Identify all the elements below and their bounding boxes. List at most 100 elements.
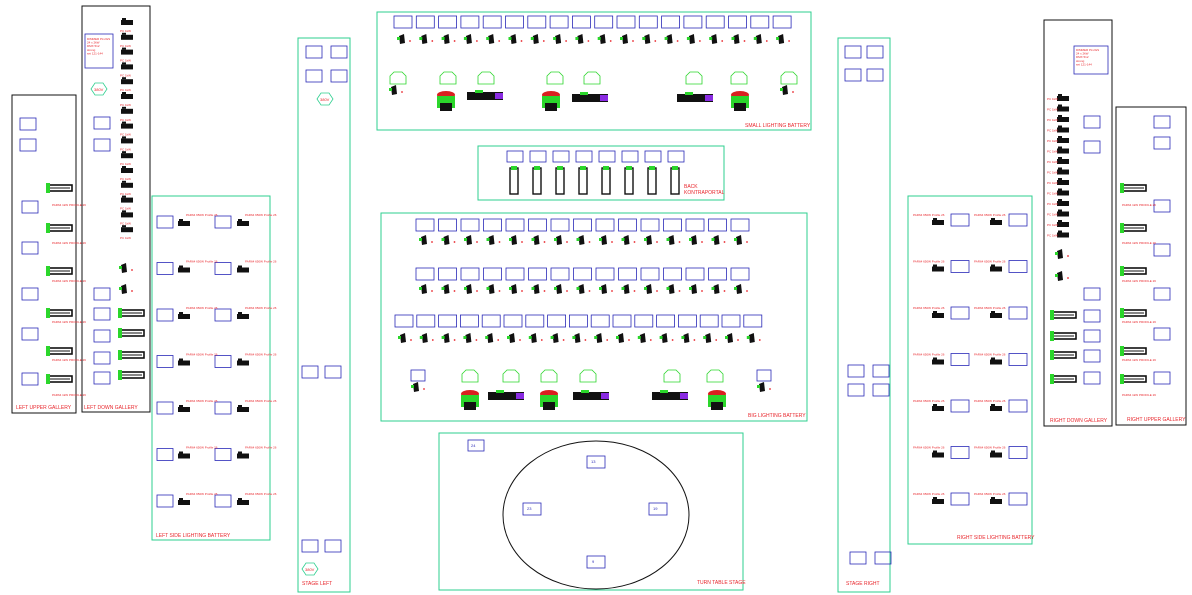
connector-box	[1083, 115, 1101, 129]
spot-gel	[509, 287, 512, 290]
fresnel-body	[1057, 148, 1069, 154]
spot-gel	[599, 238, 602, 241]
connector-box	[573, 218, 592, 232]
spot-fixture	[621, 284, 636, 294]
profile-gel	[1050, 331, 1054, 341]
spot-body	[578, 284, 585, 294]
fixture-label: PAR64 650W Profile 26	[186, 306, 218, 310]
connector-box	[678, 314, 697, 328]
area-frames	[11, 5, 1187, 593]
kontraportal-gel	[672, 166, 678, 170]
spot-fixture	[389, 85, 403, 95]
spot-marker	[521, 241, 523, 243]
fresnel-fixture	[178, 312, 190, 319]
fresnel-body	[1057, 201, 1069, 206]
connector-box	[618, 267, 637, 281]
fresnel-label: PC 1kW	[1047, 171, 1058, 175]
fresnel-body	[121, 49, 133, 55]
fresnel-body	[932, 499, 944, 504]
turn-table-box	[522, 502, 542, 516]
stage-left-frame	[297, 37, 351, 593]
spot-gel	[419, 336, 423, 339]
connector-box	[638, 15, 658, 29]
fresnel-body	[1057, 180, 1069, 185]
fresnel-label: PC 1kW	[1047, 223, 1058, 227]
connector-box	[21, 287, 39, 301]
small-battery-frame	[376, 11, 812, 131]
spot-marker	[453, 339, 456, 341]
connector-box	[1153, 327, 1171, 341]
spot-fixture	[644, 284, 658, 294]
left-side-battery-frame	[151, 195, 271, 541]
spot-body	[782, 85, 788, 95]
label-right-side-battery: RIGHT SIDE LIGHTING BATTERY	[957, 535, 1035, 541]
fresnel-fixture	[932, 404, 944, 411]
fresnel-body	[121, 108, 133, 114]
connector-box	[482, 15, 502, 29]
spot-body	[488, 34, 495, 44]
fresnel-label: PC 1kW	[120, 59, 131, 63]
spot-gel	[531, 287, 535, 290]
fresnel-label: PC 1kW	[1047, 139, 1058, 143]
spot-body	[487, 333, 494, 343]
spot-body	[509, 333, 515, 343]
spot-body	[691, 284, 697, 294]
spot-marker	[521, 290, 523, 292]
spot-fixture	[419, 235, 433, 245]
connector-box	[460, 267, 480, 281]
spot-gel	[572, 336, 576, 339]
label-stage-right: STAGE RIGHT	[846, 581, 880, 587]
fresnel-yoke	[991, 357, 995, 360]
profile-fixture	[118, 328, 145, 338]
fresnel-yoke	[1058, 209, 1062, 212]
spot-body	[646, 235, 652, 245]
profile-fixture	[46, 308, 73, 318]
fixture-label: PAR64 650W Profile 26	[913, 446, 945, 450]
led-bar-gel	[660, 390, 668, 393]
connector-box	[772, 15, 792, 29]
fresnel-body	[121, 20, 133, 25]
fresnel-fixture	[121, 166, 133, 173]
spot-gel	[746, 336, 750, 339]
spot-marker	[519, 339, 521, 341]
spot-fixture	[689, 235, 703, 245]
spot-marker	[498, 290, 501, 292]
fixture-label: PAR64 650W Profile 26	[186, 353, 218, 357]
spot-fixture	[485, 333, 500, 343]
spot-fixture	[620, 34, 634, 44]
connector-box	[19, 138, 37, 152]
fresnel-yoke	[933, 357, 937, 360]
spot-marker	[131, 269, 133, 271]
connector-box	[708, 218, 727, 232]
connector-box	[503, 314, 523, 328]
spot-marker	[678, 290, 681, 292]
right-down-gallery-frame	[1043, 19, 1113, 427]
profile-fixture	[1120, 346, 1147, 356]
fresnel-body	[237, 221, 249, 226]
spot-body	[691, 235, 697, 245]
house-marker	[663, 369, 681, 383]
spot-body	[443, 235, 450, 245]
spot-fixture	[753, 34, 768, 44]
connector-box	[634, 314, 654, 328]
spot-fixture	[703, 333, 718, 343]
fresnel-label: PC 1kW	[1047, 118, 1058, 122]
spot-fixture	[666, 284, 681, 294]
fresnel-body	[237, 407, 249, 412]
connector-box	[950, 353, 970, 366]
spot-body	[688, 34, 695, 44]
profile-fixture	[118, 370, 145, 380]
fresnel-fixture	[1057, 157, 1069, 164]
connector-box	[93, 329, 111, 343]
led-bar-body	[677, 94, 713, 102]
spot-marker	[737, 339, 739, 341]
fresnel-yoke	[122, 47, 126, 50]
spot-fixture	[644, 235, 658, 245]
fresnel-label: PC 1kW	[1047, 192, 1058, 196]
spot-gel	[597, 37, 601, 40]
spot-fixture	[508, 34, 523, 44]
spot-fixture	[509, 284, 523, 294]
fresnel-yoke	[122, 106, 126, 109]
house-marker	[502, 369, 520, 383]
